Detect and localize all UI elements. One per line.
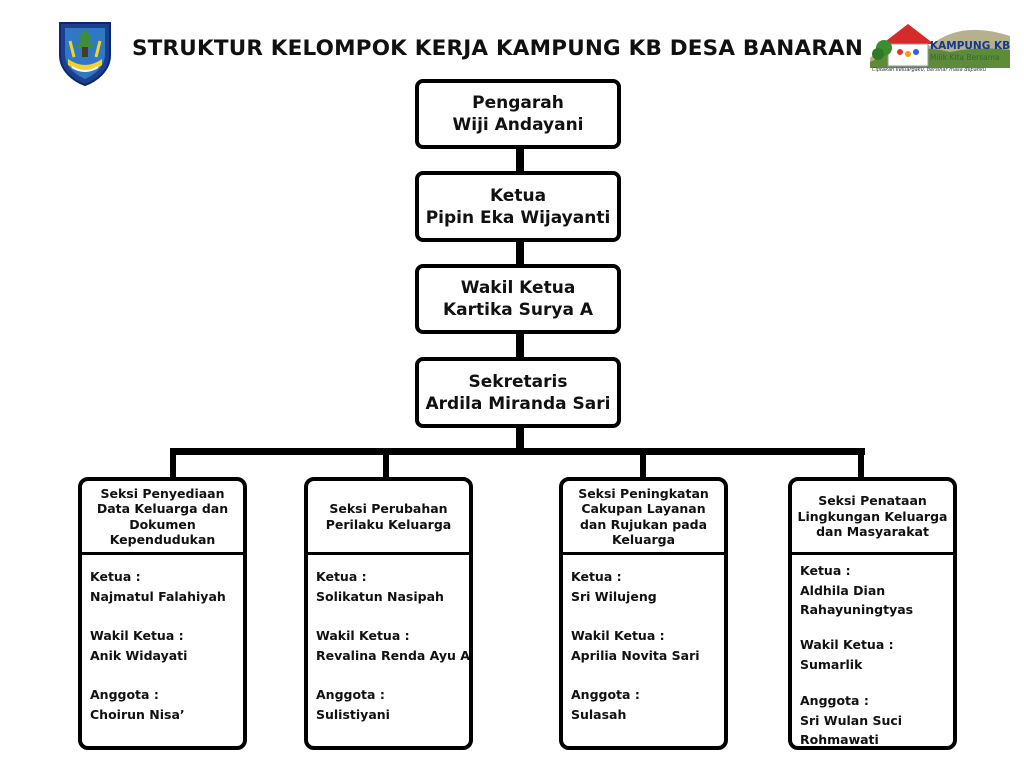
node-name: Kartika Surya A bbox=[442, 300, 594, 320]
wakil-ketua-name: Anik Widayati bbox=[90, 648, 188, 663]
anggota-label: Anggota : bbox=[800, 693, 869, 708]
anggota-name: Sulasah bbox=[571, 707, 627, 722]
ketua-name: Sri Wilujeng bbox=[571, 589, 657, 604]
connector-line bbox=[516, 426, 524, 452]
wakil-ketua-label: Wakil Ketua : bbox=[316, 628, 410, 643]
ketua-name: Aldhila Dian Rahayuningtyas bbox=[800, 583, 914, 617]
node-name: Wiji Andayani bbox=[452, 115, 584, 135]
connector-line bbox=[516, 240, 524, 266]
seksi-box-cakupan-layanan: Seksi Peningkatan Cakupan Layanan dan Ru… bbox=[559, 477, 728, 750]
branch-line bbox=[170, 448, 865, 455]
branch-drop-line bbox=[858, 448, 864, 480]
ketua-name: Solikatun Nasipah bbox=[316, 589, 444, 604]
seksi-box-perilaku-keluarga: Seksi Perubahan Perilaku Keluarga Ketua … bbox=[304, 477, 473, 750]
seksi-box-data-keluarga: Seksi Penyediaan Data Keluarga dan Dokum… bbox=[78, 477, 247, 750]
branch-drop-line bbox=[383, 448, 389, 480]
node-role: Wakil Ketua bbox=[460, 278, 576, 298]
ketua-label: Ketua : bbox=[90, 569, 141, 584]
kampung-kb-logo-name: KAMPUNG KB bbox=[930, 40, 1011, 52]
anggota-label: Anggota : bbox=[90, 687, 159, 702]
wakil-ketua-name: Revalina Renda Ayu A bbox=[316, 648, 470, 663]
anggota-label: Anggota : bbox=[571, 687, 640, 702]
node-role: Sekretaris bbox=[468, 371, 568, 392]
wakil-ketua-label: Wakil Ketua : bbox=[90, 628, 184, 643]
node-name: Ardila Miranda Sari bbox=[425, 393, 611, 414]
wakil-ketua-label: Wakil Ketua : bbox=[571, 628, 665, 643]
wakil-ketua-name: Aprilia Novita Sari bbox=[571, 648, 700, 663]
kampung-kb-logo-tagline: Milik Kita Bersama bbox=[930, 53, 1000, 62]
seksi-box-lingkungan-keluarga: Seksi Penataan Lingkungan Keluarga dan M… bbox=[788, 477, 957, 750]
wakil-ketua-node: Wakil Ketua Kartika Surya A bbox=[415, 264, 621, 334]
node-role: Pengarah bbox=[472, 93, 564, 113]
ketua-label: Ketua : bbox=[571, 569, 622, 584]
wakil-ketua-name: Sumarlik bbox=[800, 657, 863, 672]
anggota-name: Choirun Nisa’ bbox=[90, 707, 185, 722]
ketua-node: Ketua Pipin Eka Wijayanti bbox=[415, 171, 621, 242]
page-title: STRUKTUR KELOMPOK KERJA KAMPUNG KB DESA … bbox=[132, 36, 864, 61]
seksi-title: Seksi Penataan Lingkungan Keluarga dan M… bbox=[792, 481, 953, 555]
ketua-name: Najmatul Falahiyah bbox=[90, 589, 226, 604]
anggota-name: Sri Wulan Suci Rohmawati bbox=[800, 713, 903, 747]
branch-drop-line bbox=[170, 448, 176, 480]
kampung-kb-logo-motto: Ciptakan keluargaku, bersinar masa depan… bbox=[872, 67, 987, 73]
anggota-label: Anggota : bbox=[316, 687, 385, 702]
branch-drop-line bbox=[640, 448, 646, 480]
anggota-name: Sulistiyani bbox=[316, 707, 390, 722]
ketua-label: Ketua : bbox=[800, 563, 851, 578]
pengarah-node: Pengarah Wiji Andayani bbox=[415, 79, 621, 149]
seksi-title: Seksi Penyediaan Data Keluarga dan Dokum… bbox=[82, 481, 243, 555]
sekretaris-node: Sekretaris Ardila Miranda Sari bbox=[415, 357, 621, 428]
node-role: Ketua bbox=[489, 185, 547, 206]
seksi-title: Seksi Perubahan Perilaku Keluarga bbox=[308, 481, 469, 555]
ketua-label: Ketua : bbox=[316, 569, 367, 584]
kampung-kb-logo: KAMPUNG KB Milik Kita Bersama Ciptakan k… bbox=[870, 18, 1018, 80]
seksi-title: Seksi Peningkatan Cakupan Layanan dan Ru… bbox=[563, 481, 724, 555]
node-name: Pipin Eka Wijayanti bbox=[425, 207, 611, 228]
regency-emblem-logo bbox=[56, 19, 114, 87]
connector-line bbox=[516, 332, 524, 358]
connector-line bbox=[516, 146, 524, 172]
wakil-ketua-label: Wakil Ketua : bbox=[800, 637, 894, 652]
